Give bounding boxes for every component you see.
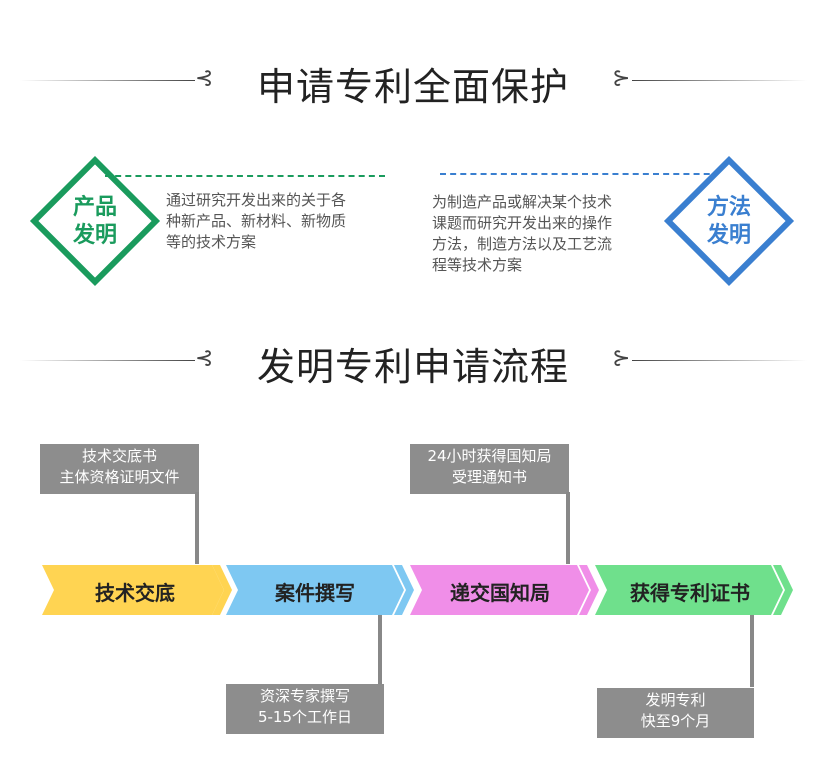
connector-bottom-1 — [378, 615, 382, 687]
product-dash-line — [105, 175, 385, 177]
step-label-1: 技术交底 — [95, 581, 175, 605]
step-label-4: 获得专利证书 — [630, 581, 750, 605]
note-expert-writing: 资深专家撰写 5-15个工作日 — [226, 684, 384, 734]
step-arrow-3 — [410, 565, 589, 615]
method-badge-text: 方法 发明 — [706, 195, 751, 248]
ornament-left-icon: ⊰ — [195, 66, 214, 91]
ornament-right-icon-2: ⊱ — [612, 346, 631, 371]
product-badge-text: 产品 发明 — [72, 195, 117, 248]
product-description: 通过研究开发出来的关于各 种新产品、新材料、新物质 等的技术方案 — [166, 191, 347, 251]
method-dash-line — [440, 173, 730, 175]
note-tech-disclosure: 技术交底书 主体资格证明文件 — [40, 444, 199, 494]
title-line-left — [20, 80, 195, 81]
method-description: 为制造产品或解决某个技术 课题而研究开发出来的操作 方法，制造方法以及工艺流 程… — [432, 193, 613, 274]
process-flow — [42, 565, 793, 615]
step-chevron-1 — [212, 565, 232, 615]
ornament-left-icon-2: ⊰ — [195, 346, 214, 371]
connector-top-2 — [566, 492, 570, 564]
protection-title: 申请专利全面保护 — [256, 65, 569, 109]
title-line-left-2 — [20, 360, 195, 361]
ornament-right-icon: ⊱ — [612, 66, 631, 91]
note-acceptance: 24小时获得国知局 受理通知书 — [410, 444, 569, 494]
note-fast-grant: 发明专利 快至9个月 — [597, 688, 754, 738]
step-label-2: 案件撰写 — [275, 581, 355, 605]
step-chevron-3 — [579, 565, 599, 615]
connector-top-1 — [195, 492, 199, 564]
step-chevron-4 — [773, 565, 793, 615]
title-line-right-2 — [632, 360, 807, 361]
step-chevron-2 — [394, 565, 414, 615]
process-title: 发明专利申请流程 — [256, 345, 569, 389]
step-arrow-2 — [226, 565, 404, 615]
connector-bottom-2 — [750, 615, 754, 687]
step-arrow-1 — [42, 565, 224, 615]
step-label-3: 递交国知局 — [450, 581, 550, 605]
step-arrow-4 — [595, 565, 783, 615]
title-line-right — [632, 80, 807, 81]
